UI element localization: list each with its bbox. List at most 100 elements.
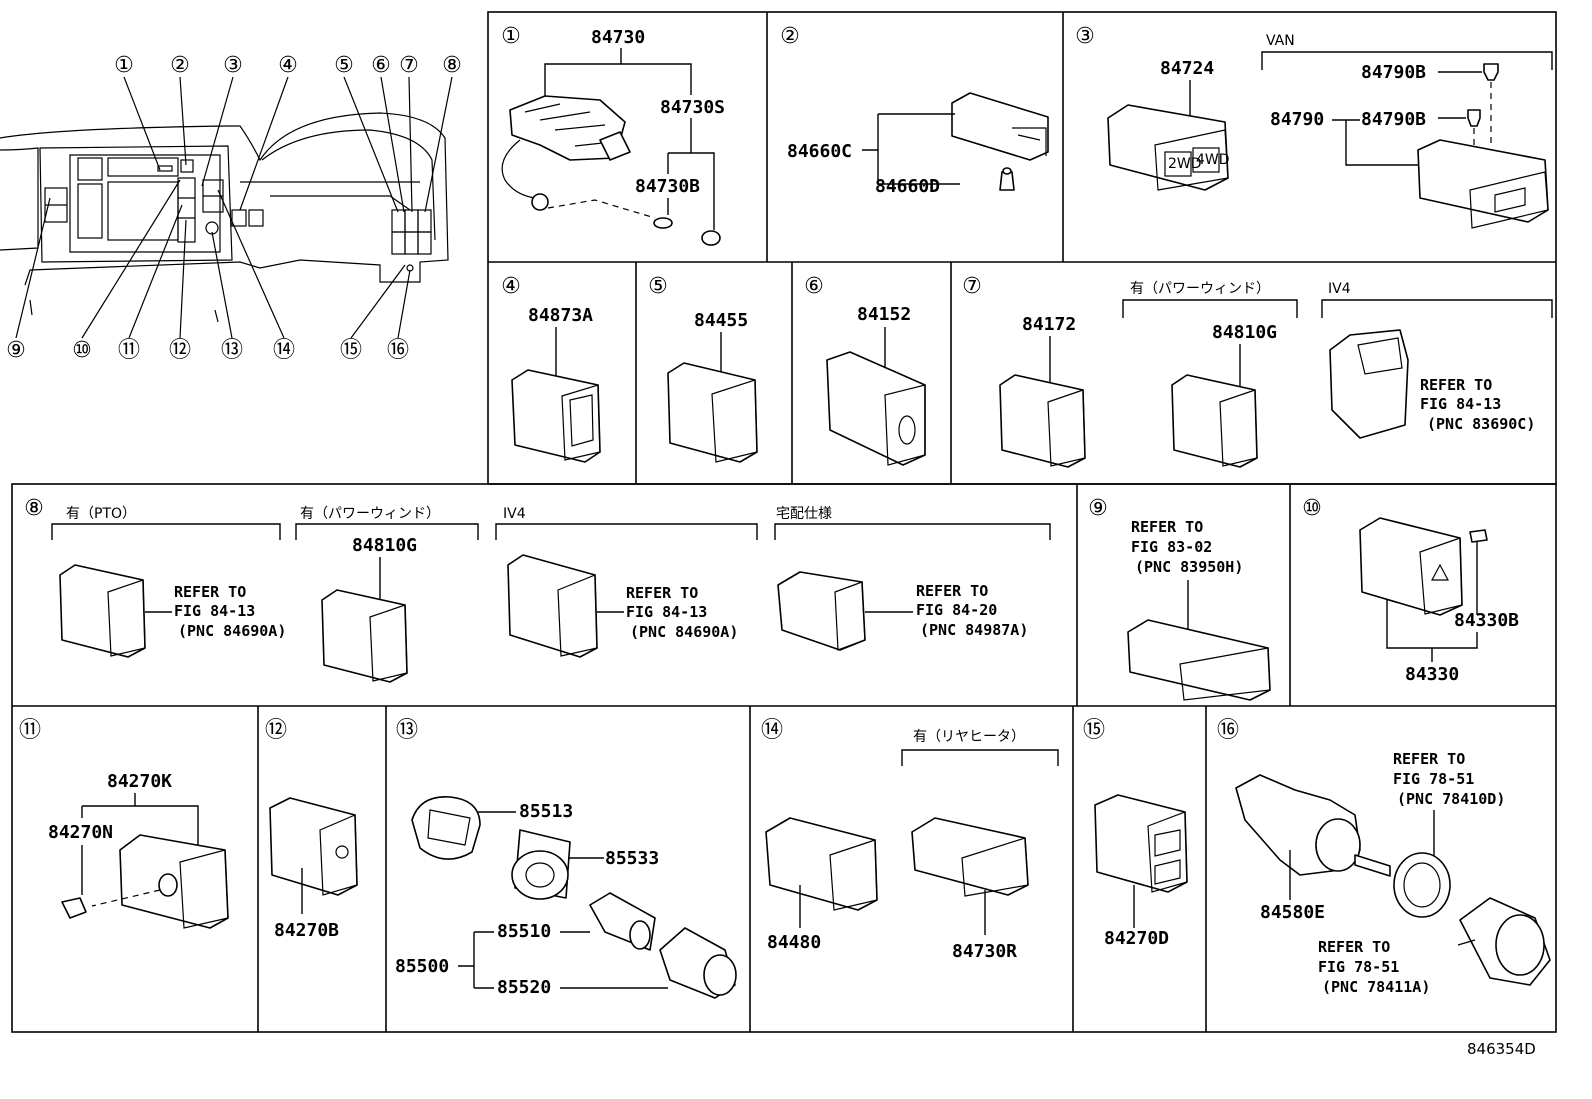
panel-callout-3: ③ — [1075, 24, 1095, 49]
overview-callout-14: ⑭ — [273, 338, 295, 363]
ref-p16b-line2: FIG 78-51 — [1318, 958, 1399, 976]
panel-callout-9: ⑨ — [1088, 496, 1108, 521]
part-84152: 84152 — [857, 304, 911, 325]
panel-3: VAN 84724 2WD 4WD 84790B 84790 84790B — [1107, 33, 1553, 229]
part-84580e: 84580E — [1260, 902, 1325, 923]
switch-84172-sketch — [999, 374, 1086, 468]
panel-callout-15: ⑮ — [1083, 718, 1105, 743]
part-84270n: 84270N — [48, 822, 113, 843]
overview-leader-14 — [217, 189, 285, 339]
group-iv4-p8: IV4 — [503, 506, 526, 522]
ref-p16a-line3: (PNC 78410D) — [1397, 790, 1505, 808]
switch-iv4-p8-sketch — [507, 554, 598, 658]
panel-callout-4: ④ — [501, 274, 521, 299]
part-84270k: 84270K — [107, 771, 172, 792]
part-84270d: 84270D — [1104, 928, 1169, 949]
panel-callout-13: ⑬ — [396, 718, 418, 743]
part-84790b-mid: 84790B — [1361, 109, 1426, 130]
switch-84873a-sketch — [511, 369, 601, 463]
part-84730s: 84730S — [660, 97, 725, 118]
panel-1: 84730 84730S 84730B — [501, 27, 725, 246]
ref-p8b-line3: (PNC 84690A) — [630, 623, 738, 641]
group-van: VAN — [1266, 33, 1295, 49]
part-85513: 85513 — [519, 801, 573, 822]
part-85520: 85520 — [497, 977, 551, 998]
panel-10: 84330B 84330 — [1359, 517, 1519, 685]
panel-callout-12: ⑫ — [265, 718, 287, 743]
part-84660d: 84660D — [875, 176, 940, 197]
panel-13: 85513 85533 85510 85500 85520 — [395, 796, 737, 999]
overview-callout-5: ⑤ — [334, 53, 354, 78]
ref-p7-line1: REFER TO — [1420, 376, 1492, 394]
part-84790b-top: 84790B — [1361, 62, 1426, 83]
ref-p9-line3: (PNC 83950H) — [1135, 558, 1243, 576]
ref-p8c-line3: (PNC 84987A) — [920, 621, 1028, 639]
overview-callout-12: ⑫ — [169, 338, 191, 363]
overview-leader-11 — [128, 204, 183, 339]
panel-5: 84455 — [667, 310, 758, 463]
panel-9: REFER TO FIG 83-02 (PNC 83950H) — [1127, 518, 1271, 701]
overview-leader-7 — [408, 76, 413, 213]
part-84730b: 84730B — [635, 176, 700, 197]
switch-84730r-sketch — [911, 817, 1029, 896]
overview-callout-13: ⑬ — [221, 338, 243, 363]
ref-p16b-line3: (PNC 78411A) — [1322, 978, 1430, 996]
dashboard-overview — [0, 112, 449, 323]
group-power-window: 有（パワーウィンド） — [1130, 281, 1270, 297]
part-84172: 84172 — [1022, 314, 1076, 335]
switch-84480-sketch — [765, 817, 878, 911]
panel-7: 有（パワーウィンド） IV4 84172 84810G REFER TO FIG… — [999, 281, 1553, 468]
part-84730: 84730 — [591, 27, 645, 48]
switch-84660c-sketch — [951, 92, 1049, 161]
switch-iv4-sketch — [1329, 329, 1409, 439]
overview-leader-5 — [343, 76, 399, 213]
overview-leader-9 — [15, 197, 51, 339]
overview-leader-13 — [211, 231, 233, 339]
overview-callout-2: ② — [170, 53, 190, 78]
overview-leader-4 — [239, 76, 289, 211]
ref-p7-line2: FIG 84-13 — [1420, 395, 1501, 413]
part-84270b: 84270B — [274, 920, 339, 941]
ref-p8a-line2: FIG 84-13 — [174, 602, 255, 620]
panel-callout-11: ⑪ — [19, 718, 41, 743]
overview-callout-1: ① — [114, 53, 134, 78]
figure-code: 846354D — [1467, 1040, 1536, 1058]
panel-frames — [11, 11, 1557, 1033]
part-84330b: 84330B — [1454, 610, 1519, 631]
switch-pto-sketch — [59, 564, 146, 658]
panel-callout-6: ⑥ — [804, 274, 824, 299]
ref-p9-line1: REFER TO — [1131, 518, 1203, 536]
group-rear-heater: 有（リヤヒータ） — [913, 729, 1025, 745]
ref-p8b-line2: FIG 84-13 — [626, 603, 707, 621]
group-iv4: IV4 — [1328, 281, 1351, 297]
part-84810g-p8: 84810G — [352, 535, 417, 556]
panel-callout-16: ⑯ — [1217, 718, 1239, 743]
overview-leader-12 — [179, 219, 187, 339]
overview-leader-3 — [201, 76, 234, 187]
switch-84810g-p8-sketch — [321, 589, 408, 683]
overview-leader-8 — [424, 76, 453, 213]
overview-leader-15 — [350, 264, 406, 339]
panel-11: 84270K 84270N — [48, 771, 229, 929]
overview-leader-10 — [81, 179, 181, 339]
panel-12: 84270B — [269, 797, 358, 941]
switch-delivery-sketch — [777, 571, 866, 651]
part-85500: 85500 — [395, 956, 449, 977]
panel-callout-1: ① — [501, 24, 521, 49]
ref-p9-line2: FIG 83-02 — [1131, 538, 1212, 556]
ring-nut-sketch — [1393, 852, 1451, 918]
hazard-switch-sketch — [1359, 517, 1463, 616]
overview-callout-16: ⑯ — [387, 338, 409, 363]
panel-8: 有（PTO） 有（パワーウィンド） IV4 宅配仕様 REFER TO FIG … — [51, 506, 1051, 683]
ref-p8a-line3: (PNC 84690A) — [178, 622, 286, 640]
overview-callout-10: ⑩ — [72, 338, 92, 363]
ref-p7-line3: (PNC 83690C) — [1427, 415, 1535, 433]
panel-14: 有（リヤヒータ） 84480 84730R — [765, 729, 1059, 962]
panel-6: 84152 — [826, 304, 926, 466]
overview-leader-1 — [123, 76, 161, 171]
ref-p8c-line2: FIG 84-20 — [916, 601, 997, 619]
overview-leader-2 — [179, 76, 187, 166]
